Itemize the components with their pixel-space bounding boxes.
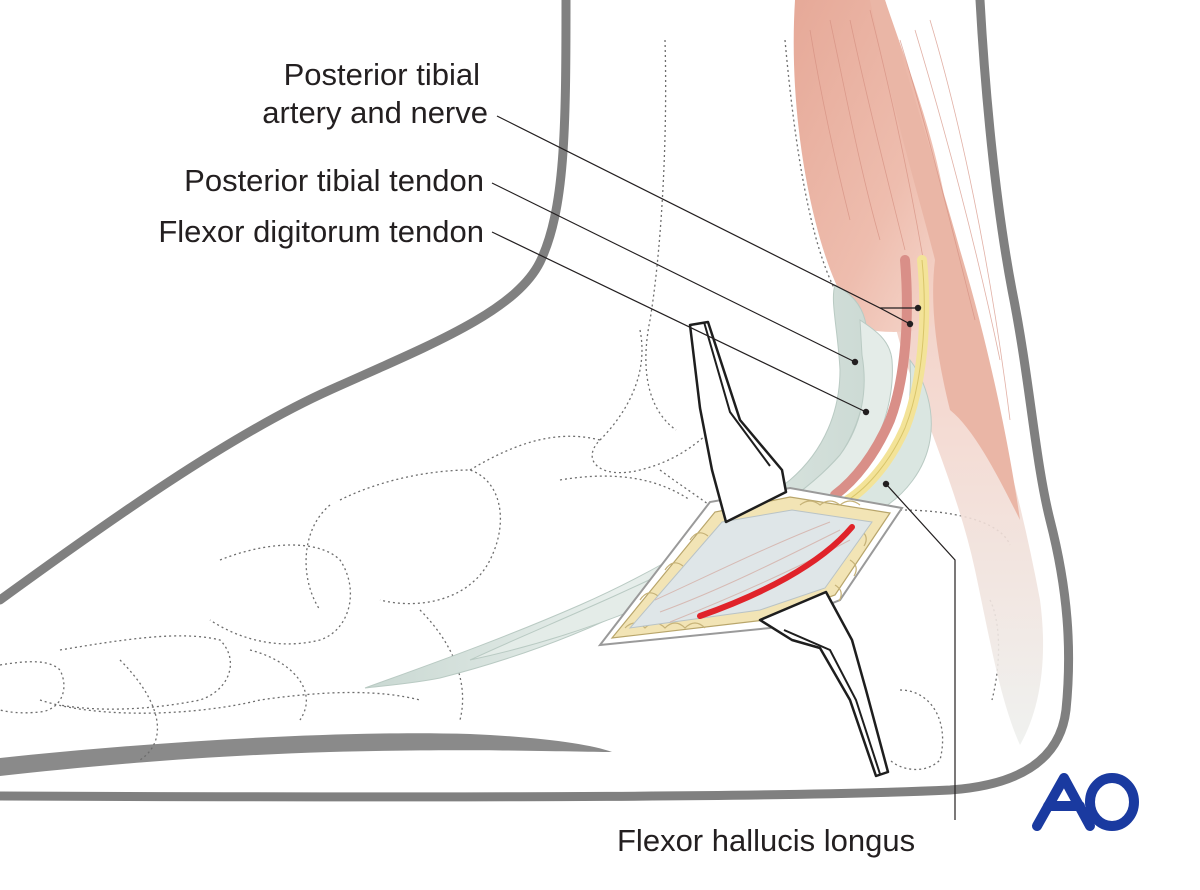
flexor-hallucis-muscle bbox=[870, 0, 1020, 520]
skin-outline-front bbox=[0, 0, 571, 605]
bone-outlines-dotted bbox=[0, 39, 1011, 771]
label-posterior-tibial-artery-nerve-line1: Posterior tibial bbox=[283, 57, 480, 92]
ao-logo bbox=[1032, 773, 1139, 831]
leader-flexor-hallucis-longus bbox=[885, 483, 956, 820]
dot-flexor-digitorum-tendon bbox=[862, 408, 870, 416]
dot-nerve bbox=[914, 304, 922, 312]
retractor-upper bbox=[688, 320, 788, 524]
dot-flexor-hallucis-longus bbox=[882, 480, 890, 488]
deep-tissue bbox=[628, 509, 873, 629]
leader-artery-nerve-2 bbox=[879, 307, 911, 325]
leader-posterior-tibial-tendon bbox=[491, 182, 856, 363]
muscle-fibers bbox=[809, 9, 1011, 421]
flexor-muscle-belly bbox=[793, 0, 954, 332]
leader-lines bbox=[491, 115, 956, 820]
dot-posterior-tibial-tendon bbox=[851, 358, 859, 366]
leader-flexor-digitorum-tendon bbox=[491, 231, 867, 413]
label-posterior-tibial-artery-nerve-line2: artery and nerve bbox=[262, 95, 488, 130]
skin-outline-heel bbox=[0, 0, 1074, 802]
sole-crease bbox=[0, 733, 612, 776]
incision-line bbox=[697, 524, 855, 619]
retractor-lower bbox=[758, 590, 890, 778]
label-posterior-tibial-tendon: Posterior tibial tendon bbox=[184, 163, 484, 198]
dot-artery bbox=[906, 320, 914, 328]
label-flexor-hallucis-longus: Flexor hallucis longus bbox=[617, 823, 916, 858]
label-flexor-digitorum-tendon: Flexor digitorum tendon bbox=[158, 214, 484, 249]
leader-dots bbox=[851, 304, 922, 488]
